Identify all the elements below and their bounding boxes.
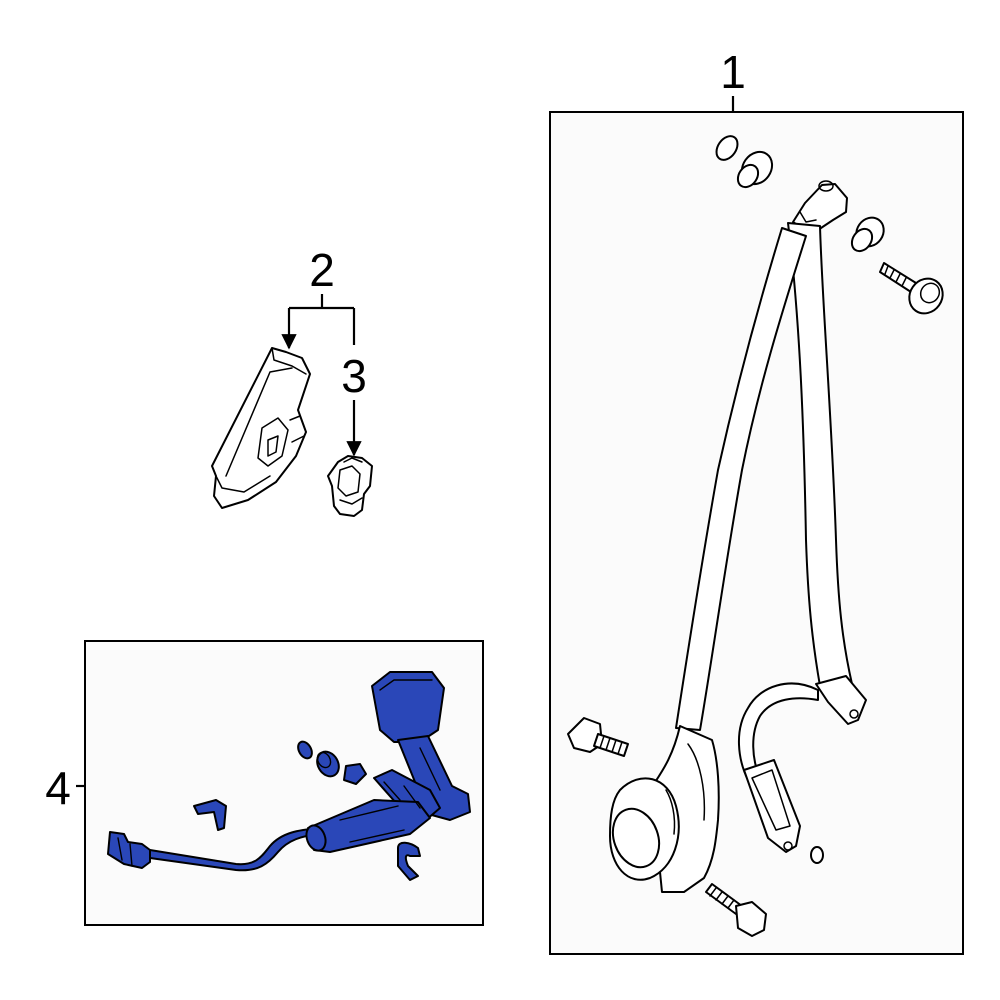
retaining-clip: [327, 455, 373, 517]
buckle-spacer-2: [316, 750, 340, 778]
callout-1-label: 1: [720, 46, 746, 98]
callout-4-group[interactable]: 4: [45, 640, 484, 926]
spacer-top-2: [736, 150, 774, 189]
washer-lower: [810, 846, 824, 864]
callout-2-leader: [289, 294, 354, 348]
callout-2-group[interactable]: 2: [211, 244, 356, 509]
retractor-housing: [609, 725, 720, 893]
spacer-right: [850, 216, 885, 253]
latch-plate: [743, 759, 801, 853]
callout-3-group[interactable]: 3: [327, 350, 373, 517]
wire-clip-right: [397, 841, 421, 881]
buckle-spacer-3: [343, 763, 367, 785]
callout-4-label: 4: [45, 762, 71, 814]
wire-clip-left: [193, 799, 227, 831]
callout-1-group[interactable]: 1: [549, 46, 964, 955]
callout-2-label: 2: [309, 244, 335, 296]
anchor-bolt-upper: [879, 262, 944, 315]
washer-top-1: [715, 135, 739, 161]
buckle-washer-1: [297, 740, 313, 760]
buckle-body: [305, 671, 471, 853]
seat-belt-webbing: [675, 180, 867, 781]
anchor-bolt-lower: [705, 883, 767, 937]
anchor-bolt-left: [567, 717, 629, 757]
callout-3-label: 3: [341, 350, 367, 402]
trim-cover: [211, 347, 311, 509]
